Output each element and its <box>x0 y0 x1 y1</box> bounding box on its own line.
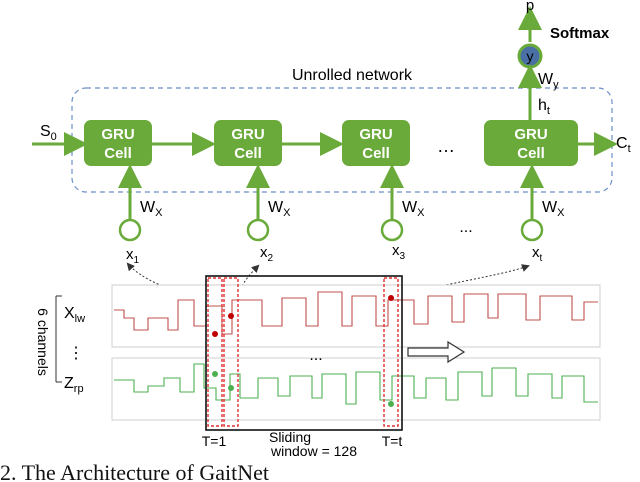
svg-text:x1: x1 <box>126 246 140 266</box>
cell-ellipsis: … <box>437 136 455 156</box>
channel-top-label: Xlw <box>64 305 85 325</box>
sliding-window-frame <box>205 275 403 431</box>
window-tt-highlight <box>383 277 399 427</box>
svg-text:GRU: GRU <box>101 126 134 143</box>
window-t1-highlight <box>207 277 223 427</box>
svg-text:xt: xt <box>532 244 543 264</box>
slide-direction-arrow <box>407 340 466 364</box>
sample-dot-red-1 <box>212 331 218 337</box>
ht-label: ht <box>538 97 550 117</box>
svg-text:Cell: Cell <box>362 145 390 162</box>
figure-caption: 2. The Architecture of GaitNet <box>0 460 269 482</box>
channel-dots: ⋮ <box>68 345 84 362</box>
svg-text:WX: WX <box>268 199 291 219</box>
tt-label: T=t <box>382 433 403 449</box>
svg-text:GRU: GRU <box>514 126 547 143</box>
link-to-x1 <box>126 262 209 301</box>
svg-text:WX: WX <box>140 199 163 219</box>
t1-label: T=1 <box>202 433 227 449</box>
input-1: WX x1 <box>118 164 163 266</box>
svg-text:Cell: Cell <box>517 145 545 162</box>
output-y-label: y <box>527 48 534 64</box>
initial-state-label: S0 <box>40 123 57 143</box>
signal-panel-bottom <box>111 357 601 421</box>
softmax-label: Softmax <box>550 25 610 42</box>
sample-dot-red-2 <box>228 313 234 319</box>
svg-text:GRU: GRU <box>231 126 264 143</box>
input-ellipsis: ... <box>459 219 472 236</box>
svg-text:x2: x2 <box>260 244 274 264</box>
svg-text:Cell: Cell <box>234 145 262 162</box>
svg-text:WX: WX <box>402 199 425 219</box>
svg-text:WX: WX <box>542 199 565 219</box>
sample-dot-green-1 <box>212 371 218 377</box>
gru-cell-2: GRU Cell <box>214 120 282 166</box>
window-t2-highlight <box>223 277 239 427</box>
gru-cell-1: GRU Cell <box>84 120 152 166</box>
svg-text:GRU: GRU <box>359 126 392 143</box>
window-ellipsis: ... <box>309 347 322 364</box>
unrolled-network-label: Unrolled network <box>292 67 413 84</box>
channel-bottom-label: Zrp <box>64 375 84 395</box>
sample-dot-green-t <box>388 401 394 407</box>
wy-label: Wy <box>538 71 559 91</box>
gru-cell-t: GRU Cell <box>484 120 578 166</box>
svg-text:x3: x3 <box>392 242 406 262</box>
input-t: WX xt <box>520 164 565 264</box>
sample-dot-red-t <box>388 295 394 301</box>
input-2: WX x2 <box>246 164 291 264</box>
input-3: WX x3 <box>380 164 425 262</box>
channels-label: 6 channels <box>35 308 51 376</box>
sliding-label-line1: Sliding <box>269 429 311 445</box>
sliding-label-line2: window = 128 <box>270 443 357 459</box>
sample-dot-green-2 <box>228 385 234 391</box>
output-p-label: p <box>526 0 534 14</box>
final-state-label: Ct <box>616 135 631 155</box>
svg-text:Cell: Cell <box>104 145 132 162</box>
gru-cell-3: GRU Cell <box>342 120 410 166</box>
signal-panel-top <box>111 284 601 348</box>
